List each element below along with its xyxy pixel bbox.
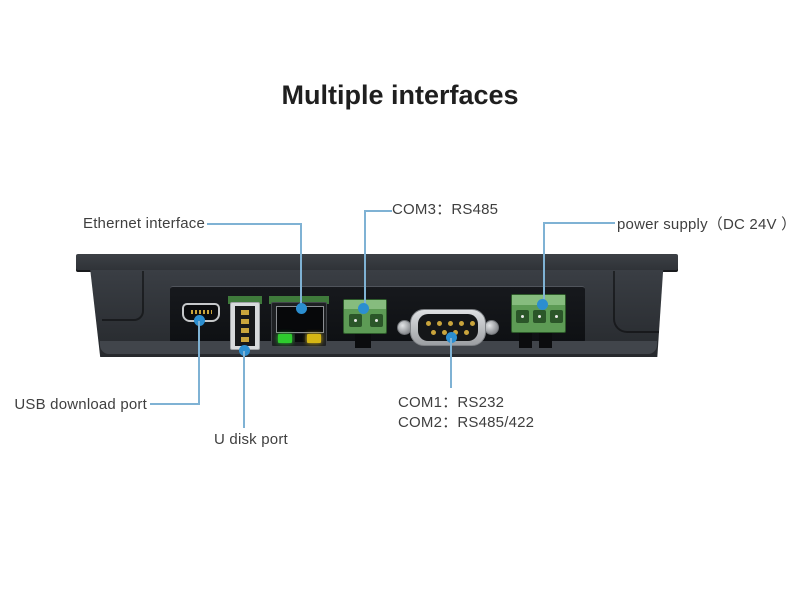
terminal-latch <box>355 334 371 348</box>
callout-line <box>543 222 545 304</box>
usb-a-port <box>230 302 260 350</box>
callout-dot <box>194 315 205 326</box>
db9-pin <box>431 330 436 335</box>
usb-a-cavity <box>235 306 255 346</box>
terminal-slot <box>516 310 529 323</box>
terminal-pin <box>375 319 378 322</box>
callout-dot <box>358 303 369 314</box>
db9-pin <box>448 321 453 326</box>
terminal-pin <box>354 319 357 322</box>
link-led-green <box>278 334 292 343</box>
usb-contact <box>241 337 249 342</box>
device-bottom-edge <box>100 341 657 357</box>
terminal-latch <box>519 333 532 348</box>
usb-pcb-edge <box>228 296 262 304</box>
terminal-slot <box>370 314 383 327</box>
usb-contact <box>241 319 249 324</box>
device-front-bezel <box>76 254 678 272</box>
activity-led-yellow <box>307 334 321 343</box>
usb-contact <box>241 310 249 315</box>
db9-screw-right <box>484 320 499 335</box>
callout-line <box>450 338 452 388</box>
terminal-slot <box>550 310 563 323</box>
callout-dot <box>296 303 307 314</box>
mini-usb-pins <box>191 310 212 314</box>
callout-line <box>243 351 245 428</box>
terminal-slot <box>533 310 546 323</box>
callout-dot <box>446 332 457 343</box>
callout-label: U disk port <box>214 431 288 448</box>
terminal-latch <box>539 333 552 348</box>
page-title: Multiple interfaces <box>281 80 519 110</box>
callout-line <box>150 403 200 405</box>
callout-line <box>198 321 200 405</box>
db9-pin <box>442 330 447 335</box>
db9-pin <box>470 321 475 326</box>
ethernet-cavity <box>276 306 324 333</box>
callout-dot <box>239 345 250 356</box>
callout-line <box>300 223 302 309</box>
callout-label: Ethernet interface <box>82 215 205 232</box>
terminal-pin <box>521 315 524 318</box>
callout-line <box>545 222 615 224</box>
ethernet-pcb-edge <box>269 296 329 304</box>
ethernet-port <box>271 302 327 347</box>
terminal-pin <box>538 315 541 318</box>
terminal-slot <box>349 314 362 327</box>
usb-contact <box>241 328 249 333</box>
shell-seam-left <box>102 271 144 321</box>
rj45-notch <box>295 334 305 342</box>
callout-label: COM1：RS232 <box>398 394 505 411</box>
db9-pin <box>453 330 458 335</box>
db9-pin <box>437 321 442 326</box>
shell-seam-right <box>613 271 659 333</box>
callout-line <box>364 210 366 307</box>
callout-label: power supply（DC 24V ） <box>617 216 797 233</box>
db9-pin <box>459 321 464 326</box>
db9-pin <box>464 330 469 335</box>
callout-label: COM2：RS485/422 <box>398 414 535 431</box>
terminal-pin <box>555 315 558 318</box>
callout-label: USB download port <box>14 396 147 413</box>
callout-label: COM3：RS485 <box>392 201 499 218</box>
callout-line <box>366 210 392 212</box>
callout-dot <box>537 299 548 310</box>
callout-line <box>207 223 302 225</box>
db9-pin <box>426 321 431 326</box>
